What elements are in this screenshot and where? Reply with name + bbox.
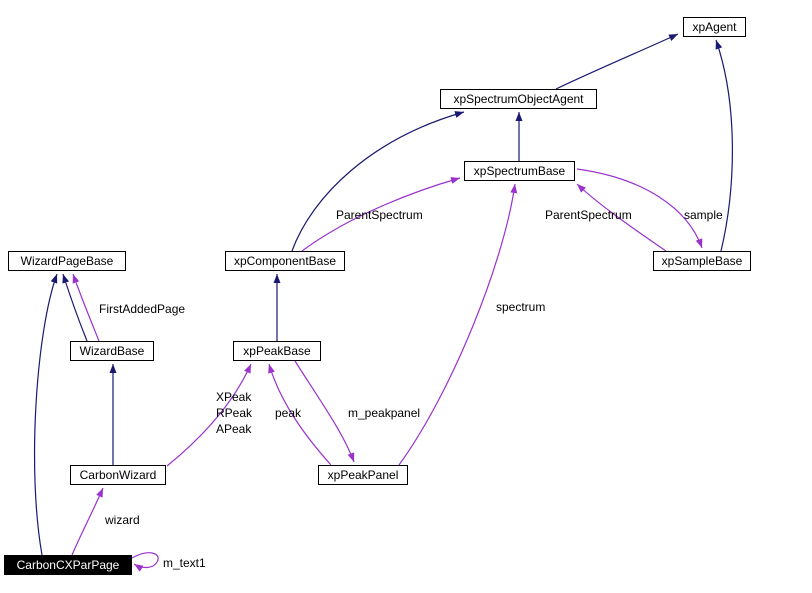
edge-label-parentspectrum-right: ParentSpectrum xyxy=(545,208,632,222)
node-wizardbase[interactable]: WizardBase xyxy=(70,341,154,361)
node-xppeakpanel[interactable]: xpPeakPanel xyxy=(318,465,408,485)
edge-label-peak: peak xyxy=(275,406,302,420)
edge-usage-wizard-CarbonCXParPage-CarbonWizard xyxy=(71,487,104,556)
edge-label-m-text1: m_text1 xyxy=(163,556,206,570)
node-xpcomponentbase[interactable]: xpComponentBase xyxy=(225,251,345,271)
node-wizardpagebase[interactable]: WizardPageBase xyxy=(8,251,126,271)
edge-inherit-CarbonCXParPage-WizardPageBase xyxy=(33,273,58,556)
edge-label-apeak: APeak xyxy=(216,422,252,436)
edge-usage-peak-xpPeakPanel-xpPeakBase xyxy=(268,363,332,466)
edge-label-xpeak: XPeak xyxy=(216,390,252,404)
edge-label-spectrum: spectrum xyxy=(496,300,546,314)
edge-label-parentspectrum-left: ParentSpectrum xyxy=(336,208,423,222)
edge-usage-spectrum-xpPeakPanel-xpSpectrumBase xyxy=(398,183,518,466)
edge-label-sample: sample xyxy=(684,208,723,222)
node-xppeakbase[interactable]: xpPeakBase xyxy=(233,341,321,361)
node-carboncxparpage-focus: CarbonCXParPage xyxy=(4,555,132,575)
edge-usage-firstaddedpage-WizardBase-WizardPageBase xyxy=(72,273,100,342)
edge-label-rpeak: RPeak xyxy=(216,406,253,420)
node-xpspectrumbase[interactable]: xpSpectrumBase xyxy=(464,161,575,181)
node-xpsamplebase[interactable]: xpSampleBase xyxy=(653,251,751,271)
edge-label-wizard: wizard xyxy=(105,513,140,527)
node-xpspectrumobjectagent[interactable]: xpSpectrumObjectAgent xyxy=(440,89,597,109)
node-xpagent[interactable]: xpAgent xyxy=(683,17,746,37)
edge-usage-mtext1-CarbonCXParPage-self xyxy=(131,552,159,572)
edge-usage-xpeaks-CarbonWizard-xpPeakBase xyxy=(166,363,252,467)
edge-inherit-xpSampleBase-xpAgent xyxy=(715,39,733,252)
edge-usage-parentspectrum-xpComponentBase-xpSpectrumBase xyxy=(301,177,461,252)
edge-usage-mpeakpanel-xpPeakBase-xpPeakPanel xyxy=(294,360,355,463)
edge-inherit-WizardBase-WizardPageBase xyxy=(62,273,88,342)
edge-label-firstaddedpage: FirstAddedPage xyxy=(99,302,186,316)
node-carbonwizard[interactable]: CarbonWizard xyxy=(70,465,166,485)
edge-inherit-xpComponentBase-xpSpectrumObjectAgent xyxy=(291,111,465,252)
edge-inherit-xpSpectrumObjectAgent-xpAgent xyxy=(555,33,679,90)
edge-usage-sample-xpSpectrumBase-xpSampleBase xyxy=(576,168,703,249)
edge-label-m-peakpanel: m_peakpanel xyxy=(348,406,421,420)
edge-usage-parentspectrum-xpSampleBase-xpSpectrumBase xyxy=(576,183,667,252)
